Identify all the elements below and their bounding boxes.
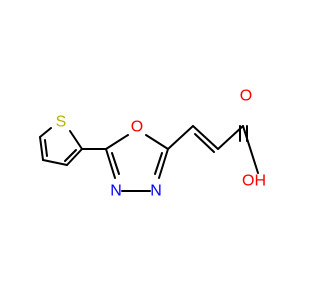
bond-thiophene-c2-c3-inner — [64, 149, 77, 162]
atom-labels: S O N N O OH — [56, 88, 266, 200]
molecule-structure: S O N N O OH — [39, 88, 266, 200]
bond-carboxyl-c — [217, 125, 244, 150]
atom-oxadiazole-oxygen: O — [131, 119, 143, 136]
bonds — [39, 125, 259, 192]
bond-oxadiazole-c2-n3-inner — [111, 152, 120, 175]
bond-oxadiazole-o-c5 — [145, 134, 169, 150]
bond-thiophene-c5-s — [39, 127, 52, 138]
bond-hydroxyl — [242, 125, 259, 174]
bond-thiophene-c4-c5 — [39, 136, 44, 161]
bond-thiophene-c2-c3 — [66, 148, 83, 166]
bond-oxadiazole-c5-n4 — [158, 148, 169, 179]
atom-hydroxyl: OH — [242, 173, 266, 190]
atom-nitrogen-left: N — [110, 183, 122, 200]
atom-carbonyl-oxygen: O — [240, 88, 252, 105]
bond-vinyl-double — [192, 125, 219, 150]
bond-thiophene-c3-c4 — [42, 159, 68, 166]
bond-thiophene-c4-c5-inner — [44, 139, 48, 157]
bond-thiophene-s-c2 — [69, 130, 83, 150]
bond-vinyl-double-inner — [194, 133, 215, 153]
structure-canvas: S O N N O OH — [39, 88, 266, 200]
bond-oxadiazole-c5-n4-inner — [154, 152, 163, 175]
bond-oxadiazole-c2-n3 — [105, 148, 116, 179]
bond-oxadiazole-c2-o — [105, 134, 129, 150]
atom-nitrogen-right: N — [150, 183, 162, 200]
atom-sulfur: S — [56, 114, 67, 131]
bond-vinyl-1 — [167, 125, 194, 150]
